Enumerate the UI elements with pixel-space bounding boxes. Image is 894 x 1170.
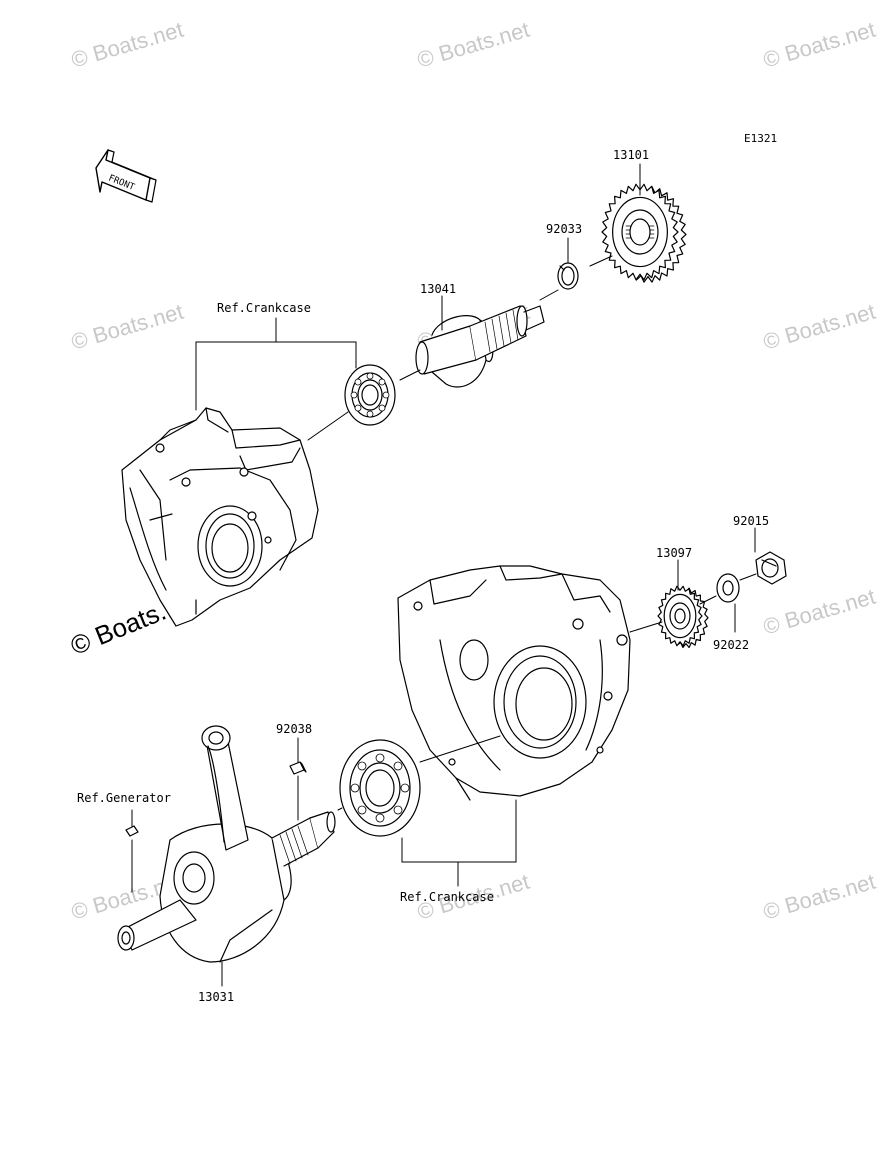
diagram-code: E1321 <box>744 132 778 145</box>
part-label-92033[interactable]: 92033 <box>546 222 583 236</box>
part-label-13041[interactable]: 13041 <box>420 282 457 296</box>
washer-92022-icon <box>716 573 740 603</box>
ref-crankcase-top[interactable]: Ref.Crankcase <box>217 301 311 315</box>
part-label-13097[interactable]: 13097 <box>656 546 693 560</box>
gear-hub-ring <box>612 196 668 268</box>
ref-crankcase-bottom[interactable]: Ref.Crankcase <box>400 890 494 904</box>
nut-92015-icon <box>755 551 787 585</box>
key-generator-icon <box>125 825 139 837</box>
ref-generator[interactable]: Ref.Generator <box>77 791 171 805</box>
part-label-13031[interactable]: 13031 <box>198 990 235 1004</box>
part-label-92022[interactable]: 92022 <box>713 638 750 652</box>
part-label-92015[interactable]: 92015 <box>733 514 770 528</box>
gear-hub-ring <box>663 593 697 639</box>
key-92038-icon <box>289 761 307 775</box>
gear-13101-icon <box>601 183 687 283</box>
circlip-92033-icon <box>557 262 579 290</box>
bearing-top-icon <box>344 364 396 426</box>
front-arrow-icon: FRONT <box>95 149 157 203</box>
crankcase-bottom-icon <box>397 565 631 801</box>
part-label-92038[interactable]: 92038 <box>276 722 313 736</box>
leader-lines <box>131 163 757 987</box>
crankshaft-13031-icon <box>117 725 336 963</box>
ref-bracket-top <box>195 317 357 411</box>
bearing-bottom-icon <box>339 739 421 837</box>
balancer-shaft-13041-icon <box>415 305 545 388</box>
crankcase-top-icon <box>121 407 319 627</box>
part-label-13101[interactable]: 13101 <box>613 148 650 162</box>
gear-13097-icon <box>657 585 709 649</box>
ref-bracket-bottom <box>401 799 517 887</box>
